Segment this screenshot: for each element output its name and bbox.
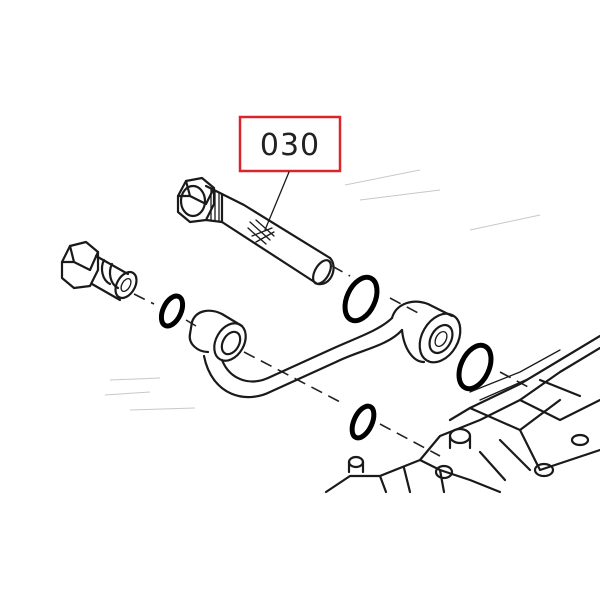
callout-highlight-box	[238, 115, 342, 173]
banjo-bolt[interactable]	[60, 240, 141, 302]
o-ring[interactable]	[348, 403, 379, 441]
oil-pipe[interactable]	[188, 300, 469, 399]
housing[interactable]	[324, 334, 600, 494]
hollow-bolt[interactable]	[176, 176, 335, 287]
assembly-axis-upper	[331, 265, 531, 389]
part-callout[interactable]: 030	[238, 115, 342, 173]
o-ring[interactable]	[453, 340, 498, 394]
o-ring[interactable]	[157, 293, 187, 330]
part-number-label: 030	[260, 128, 320, 163]
o-ring[interactable]	[339, 272, 384, 326]
faint-background-markings	[104, 169, 541, 411]
